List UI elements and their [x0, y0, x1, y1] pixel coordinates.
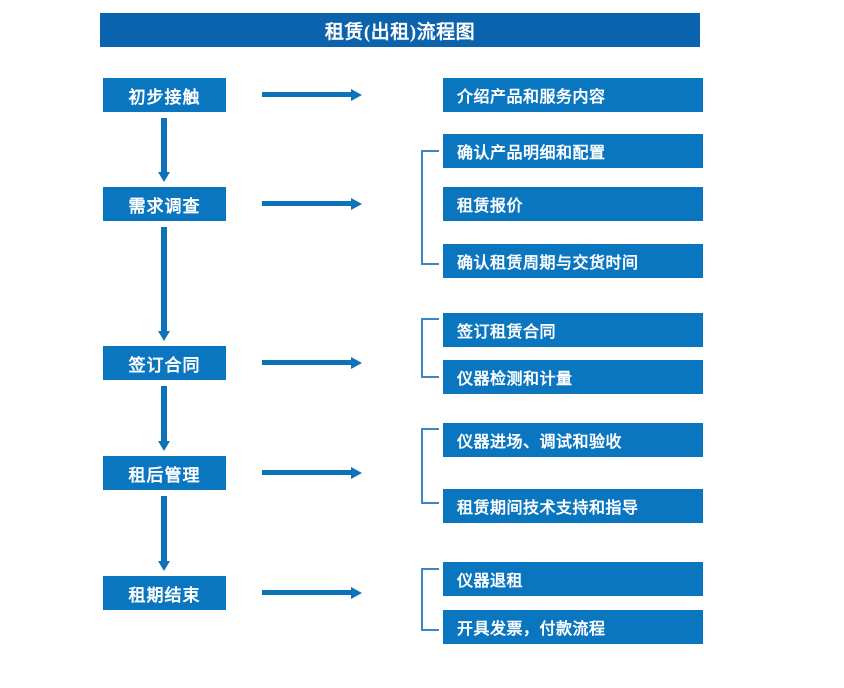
- detail-box-confirm-period-delivery[interactable]: 确认租赁周期与交货时间: [443, 244, 703, 278]
- detail-box-sign-lease-contract[interactable]: 签订租赁合同: [443, 313, 703, 347]
- arrow-down-contract-to-postmgmt: [158, 386, 170, 451]
- page-title: 租赁(出租)流程图: [100, 13, 700, 47]
- stage-box-needs-survey[interactable]: 需求调查: [103, 187, 226, 221]
- arrow-down-initial-to-needs: [158, 118, 170, 182]
- arrow-right-lease-end: [262, 587, 362, 599]
- detail-box-confirm-spec-config[interactable]: 确认产品明细和配置: [443, 134, 703, 168]
- detail-box-instrument-return[interactable]: 仪器退租: [443, 562, 703, 596]
- detail-box-instrument-inspection[interactable]: 仪器检测和计量: [443, 360, 703, 394]
- detail-box-lease-quotation[interactable]: 租赁报价: [443, 187, 703, 221]
- stage-box-post-rent-mgmt[interactable]: 租后管理: [103, 456, 226, 490]
- arrow-down-needs-to-contract: [158, 227, 170, 341]
- arrow-right-needs-survey: [262, 198, 362, 210]
- detail-box-tech-support-guidance[interactable]: 租赁期间技术支持和指导: [443, 489, 703, 523]
- stage-box-initial-contact[interactable]: 初步接触: [103, 78, 226, 112]
- arrow-down-postmgmt-to-leaseend: [158, 496, 170, 571]
- bracket-sign-contract-group: [421, 318, 439, 378]
- arrow-right-post-rent-mgmt: [262, 467, 362, 479]
- detail-box-instrument-install-accept[interactable]: 仪器进场、调试和验收: [443, 423, 703, 457]
- detail-box-invoice-payment[interactable]: 开具发票，付款流程: [443, 610, 703, 644]
- stage-box-lease-end[interactable]: 租期结束: [103, 576, 226, 610]
- arrow-right-initial-contact: [262, 89, 362, 101]
- bracket-post-rent-mgmt-group: [421, 428, 439, 504]
- bracket-lease-end-group: [421, 568, 439, 631]
- arrow-right-sign-contract: [262, 357, 362, 369]
- stage-box-sign-contract[interactable]: 签订合同: [103, 346, 226, 380]
- bracket-needs-survey-group: [421, 150, 439, 265]
- detail-box-intro-products[interactable]: 介绍产品和服务内容: [443, 78, 703, 112]
